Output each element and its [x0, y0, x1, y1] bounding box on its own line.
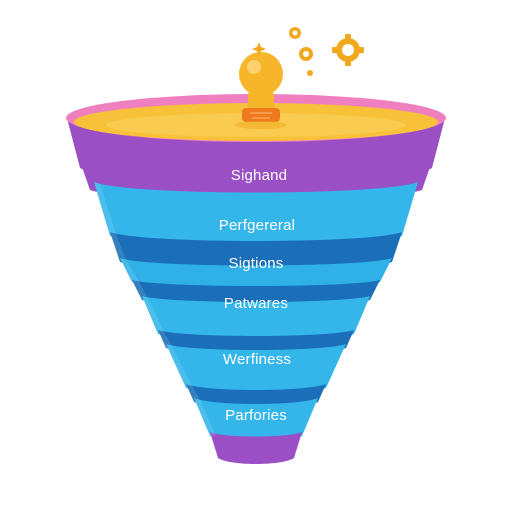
funnel-stage-label-1: Sighand	[231, 167, 287, 184]
funnel-stripe-4	[186, 384, 326, 408]
funnel-stripe-3	[158, 330, 354, 354]
funnel-stage-5-band	[166, 344, 346, 394]
gear-icon	[332, 34, 364, 66]
gear-icon	[299, 47, 313, 61]
sparkle-icon	[252, 42, 266, 56]
funnel-stage-2-band	[94, 182, 418, 245]
funnel-stage-label-4: Patwares	[224, 295, 288, 312]
funnel-stage-4-band	[142, 296, 370, 340]
gear-icon	[289, 27, 301, 39]
funnel-stage-3-band	[120, 258, 392, 288]
funnel-stage-6-band	[194, 398, 318, 441]
funnel-stage-label-2: Perfgereral	[219, 217, 295, 234]
funnel-bottom-tip	[210, 432, 302, 464]
funnel-stripe-1	[110, 232, 402, 270]
funnel-stage-label-5: Werfiness	[223, 351, 291, 368]
lightbulb-icon	[235, 52, 287, 129]
funnel-stripe-2	[132, 280, 380, 306]
dot-icon	[307, 70, 313, 76]
funnel-stage-label-3: Sigtions	[229, 255, 284, 272]
funnel-stage-label-6: Parfories	[225, 407, 287, 424]
funnel-stage-1-band	[76, 150, 436, 201]
